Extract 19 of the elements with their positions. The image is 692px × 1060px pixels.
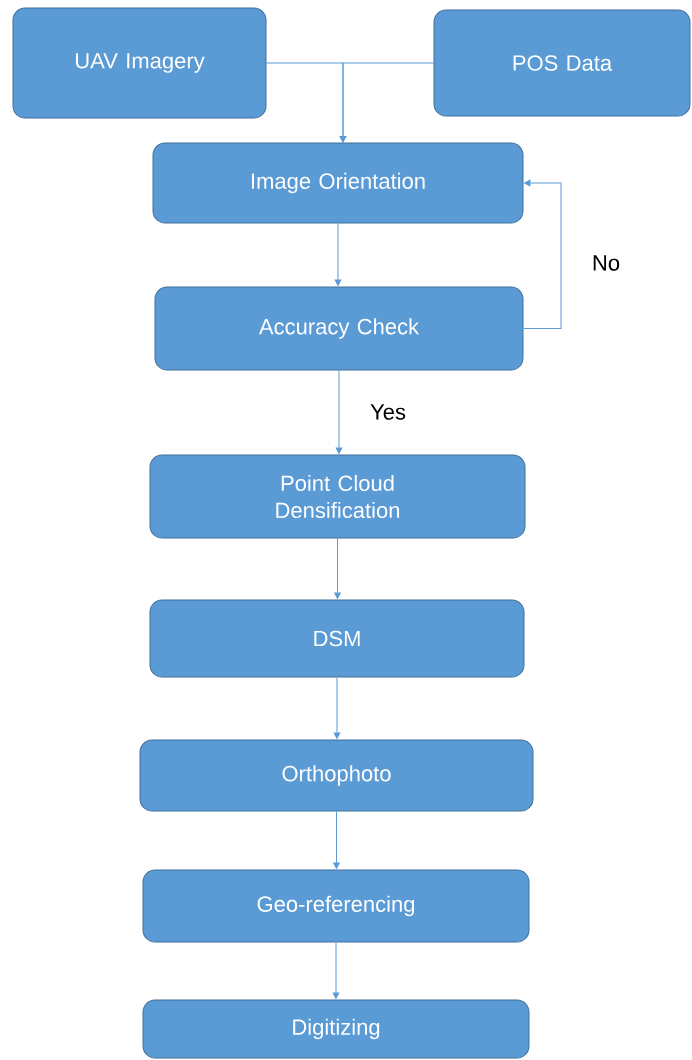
process-box: Point Cloud Densification [149, 454, 526, 539]
process-box: Image Orientation [152, 142, 524, 224]
process-box: DSM [149, 599, 525, 678]
arrow [333, 811, 340, 869]
process-box: UAV Imagery [12, 7, 267, 119]
process-box: POS Data [433, 9, 691, 117]
arrow [332, 942, 340, 999]
arrow [333, 677, 341, 739]
arrow [334, 538, 341, 599]
edge-label: Yes [368, 402, 408, 422]
process-box: Geo-referencing [142, 869, 530, 943]
arrow [523, 179, 562, 329]
arrow [335, 370, 343, 454]
arrow [334, 223, 342, 286]
edge-label: No [589, 253, 623, 273]
process-box: Accuracy Check [154, 286, 524, 371]
arrow [339, 62, 434, 143]
process-box: Orthophoto [139, 739, 534, 812]
process-box: Digitizing [142, 999, 530, 1059]
